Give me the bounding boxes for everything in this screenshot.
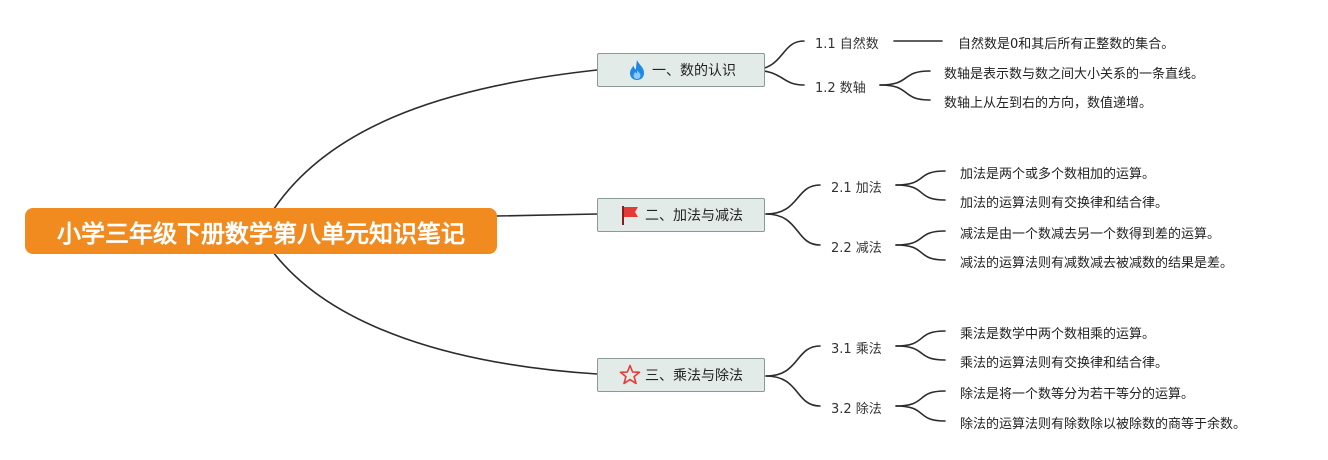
connector-sub21-note2 xyxy=(895,184,946,201)
note-2-2-2[interactable]: 减法的运算法则有减数减去被减数的结果是差。 xyxy=(960,256,1234,271)
fire-icon xyxy=(626,59,648,81)
branch-3-label: 三、乘法与除法 xyxy=(645,368,743,384)
connector-sub32-note1 xyxy=(895,390,946,407)
subtopic-1-1[interactable]: 1.1 自然数 xyxy=(815,37,879,52)
connector-branch3-sub1 xyxy=(765,345,821,377)
connector-root-branch-1 xyxy=(269,69,598,216)
subtopic-3-2[interactable]: 3.2 除法 xyxy=(831,402,882,417)
note-1-2-2[interactable]: 数轴上从左到右的方向，数值递增。 xyxy=(944,96,1153,111)
connector-sub21-note1 xyxy=(895,170,946,186)
branch-1[interactable]: 一、数的认识 xyxy=(597,53,765,87)
connector-sub32-note2 xyxy=(895,405,946,422)
connector-sub12-note1 xyxy=(879,70,931,86)
branch-1-label: 一、数的认识 xyxy=(652,63,736,79)
connector-sub22-note2 xyxy=(895,244,946,261)
note-3-1-1[interactable]: 乘法是数学中两个数相乘的运算。 xyxy=(960,327,1156,342)
connector-branch2-sub1 xyxy=(765,184,821,215)
root-topic[interactable]: 小学三年级下册数学第八单元知识笔记 xyxy=(25,208,497,254)
flag-icon xyxy=(619,204,641,226)
branch-2[interactable]: 二、加法与减法 xyxy=(597,198,765,232)
subtopic-2-1[interactable]: 2.1 加法 xyxy=(831,181,882,196)
root-topic-label: 小学三年级下册数学第八单元知识笔记 xyxy=(57,219,465,248)
star-icon xyxy=(619,364,641,386)
note-1-2-1[interactable]: 数轴是表示数与数之间大小关系的一条直线。 xyxy=(944,67,1205,82)
note-2-1-2[interactable]: 加法的运算法则有交换律和结合律。 xyxy=(960,196,1169,211)
note-3-1-2[interactable]: 乘法的运算法则有交换律和结合律。 xyxy=(960,356,1169,371)
connector-root-branch-3 xyxy=(269,247,598,375)
note-2-1-1[interactable]: 加法是两个或多个数相加的运算。 xyxy=(960,167,1156,182)
connector-sub31-note1 xyxy=(895,330,946,347)
subtopic-2-2[interactable]: 2.2 减法 xyxy=(831,241,882,256)
connector-root-branch-2 xyxy=(496,213,598,217)
connector-branch3-sub2 xyxy=(765,375,821,407)
note-2-2-1[interactable]: 减法是由一个数减去另一个数得到差的运算。 xyxy=(960,227,1221,242)
note-3-2-1[interactable]: 除法是将一个数等分为若干等分的运算。 xyxy=(960,387,1195,402)
connector-branch2-sub2 xyxy=(765,213,821,246)
subtopic-3-1[interactable]: 3.1 乘法 xyxy=(831,342,882,357)
note-3-2-2[interactable]: 除法的运算法则有除数除以被除数的商等于余数。 xyxy=(960,417,1247,432)
branch-3[interactable]: 三、乘法与除法 xyxy=(597,358,765,392)
subtopic-1-2[interactable]: 1.2 数轴 xyxy=(815,81,866,96)
connector-sub22-note1 xyxy=(895,230,946,246)
connector-sub12-note2 xyxy=(879,84,931,101)
branch-2-label: 二、加法与减法 xyxy=(645,208,743,224)
note-1-1-1[interactable]: 自然数是0和其后所有正整数的集合。 xyxy=(958,37,1175,52)
connector-sub31-note2 xyxy=(895,345,946,361)
